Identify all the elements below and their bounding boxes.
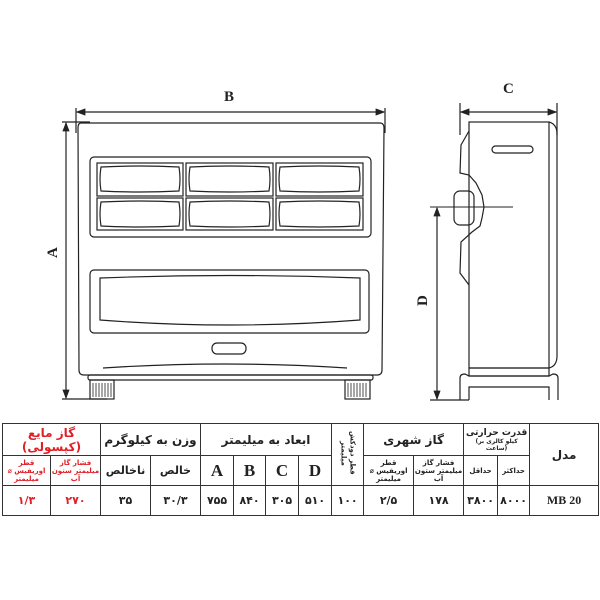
side-body (468, 121, 550, 369)
control-knob (453, 190, 475, 226)
subheader-ng-orifice: قطر اوریفیس ⌀ میلیمتر (363, 455, 415, 486)
table-header-row: گاز مایع (کپسولی) وزن به کیلوگرم ابعاد ب… (2, 423, 600, 486)
subheader-gross: ناخالص (100, 455, 151, 486)
front-view: B A (45, 89, 386, 400)
header-flue-diameter: قطر دودکش میلیمتر (331, 423, 365, 486)
cell-lpg-pressure: ۲۷۰ (50, 485, 101, 516)
cell-gross: ۳۵ (100, 485, 151, 516)
cell-c: ۳۰۵ (265, 485, 300, 516)
subheader-lpg-orifice: قطر اوریفیس ⌀ میلیمتر (2, 455, 51, 486)
subheader-c: C (265, 455, 300, 486)
subheader-max: حداکثر (497, 455, 531, 486)
subheader-a: A (200, 455, 235, 486)
table-row: ۱/۳ ۲۷۰ ۳۵ ۳۰/۳ ۷۵۵ ۸۴۰ ۳۰۵ ۵۱۰ ۱۰۰ ۲/۵ … (2, 485, 600, 516)
cell-flue: ۱۰۰ (331, 485, 365, 516)
cell-d: ۵۱۰ (298, 485, 333, 516)
cell-a: ۷۵۵ (200, 485, 235, 516)
burner-window (99, 274, 361, 326)
ignition-slot (211, 342, 247, 355)
subheader-ng-pressure: فشار گاز میلیمتر ستون آب (413, 455, 465, 486)
side-slot (491, 145, 534, 154)
grille-frame (89, 156, 372, 238)
heater-technical-drawing: B A C (45, 81, 559, 401)
side-stand (459, 373, 559, 400)
grille-cells (96, 162, 364, 231)
table-subheader-row: قطر اوریفیس ⌀ میلیمتر فشار گاز میلیمتر س… (2, 455, 599, 486)
dimension-c-label: C (503, 81, 514, 97)
cell-b: ۸۴۰ (233, 485, 267, 516)
dimension-d-label: D (415, 295, 431, 306)
burner-window-frame (89, 269, 370, 334)
subheader-net: خالص (149, 455, 202, 486)
cell-min: ۳۸۰۰ (463, 485, 499, 516)
cell-net: ۳۰/۳ (149, 485, 202, 516)
subheader-min: حداقل (463, 455, 499, 486)
header-weight: وزن به کیلوگرم (99, 423, 202, 456)
cell-ng-pressure: ۱۷۸ (413, 485, 465, 516)
subheader-lpg-pressure: فشار گاز میلیمتر ستون آب (50, 455, 101, 486)
heater-body (77, 122, 385, 376)
header-lpg: گاز مایع (کپسولی) (2, 423, 101, 456)
header-heat-output: قدرت حرارتی (کیلو کالری بر ساعت) (463, 423, 531, 456)
header-natural-gas: گاز شهری (363, 423, 465, 456)
header-dimensions: ابعاد به میلیمتر (200, 423, 333, 456)
subheader-d: D (298, 455, 333, 486)
header-model: مدل (529, 423, 600, 486)
dimension-b-label: B (224, 89, 234, 105)
cell-max: ۸۰۰۰ (497, 485, 531, 516)
feet (89, 379, 371, 400)
dimension-a-label: A (45, 247, 61, 258)
subheader-b: B (233, 455, 267, 486)
cell-lpg-orifice: ۱/۳ (2, 485, 51, 516)
specification-table: گاز مایع (کپسولی) وزن به کیلوگرم ابعاد ب… (2, 423, 600, 516)
cell-model: MB 20 (529, 485, 600, 516)
cell-ng-orifice: ۲/۵ (363, 485, 415, 516)
side-view: C D (415, 81, 559, 401)
